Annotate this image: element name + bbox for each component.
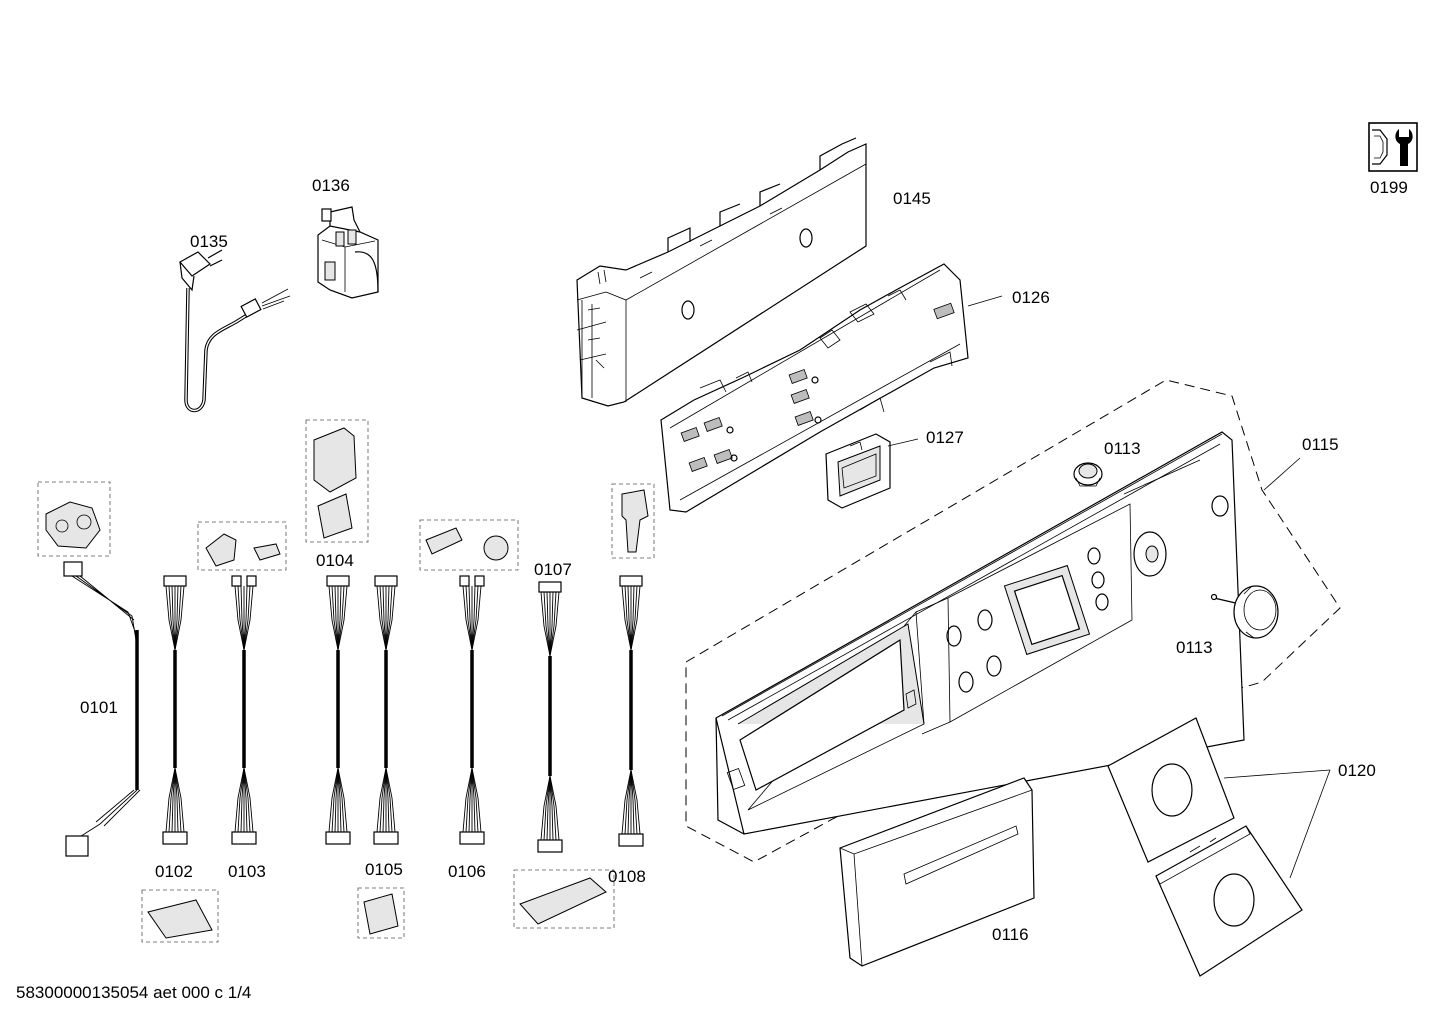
label-0105: 0105 <box>365 860 403 879</box>
label-0115: 0115 <box>1302 435 1339 454</box>
component-thumbnails <box>37 419 655 943</box>
part-0113-button-cap-top <box>1073 462 1103 487</box>
label-0101: 0101 <box>80 698 118 717</box>
harness-0102 <box>162 575 188 845</box>
label-0108: 0108 <box>608 867 646 886</box>
tool-wrench-icon <box>1368 122 1418 172</box>
label-0199: 0199 <box>1370 178 1408 197</box>
harness-0107 <box>537 581 563 853</box>
label-0113-knob: 0113 <box>1176 638 1213 657</box>
part-0113-selector-knob <box>1210 585 1279 639</box>
part-0101-harness <box>63 561 141 857</box>
part-0135-mains-cable <box>179 249 291 413</box>
label-0135: 0135 <box>190 232 228 251</box>
label-0104: 0104 <box>316 551 354 570</box>
label-0107: 0107 <box>534 560 572 579</box>
label-0127: 0127 <box>926 428 964 447</box>
part-0145-module-housing <box>576 137 867 407</box>
part-0126-control-board <box>660 263 969 513</box>
label-0145: 0145 <box>893 189 931 208</box>
label-0103: 0103 <box>228 862 266 881</box>
part-0116-drawer-handle <box>839 777 1035 967</box>
harness-0103 <box>231 575 257 845</box>
part-0136-interference-filter <box>317 206 379 299</box>
label-0102: 0102 <box>155 862 193 881</box>
label-0136: 0136 <box>312 176 350 195</box>
label-0113-top: 0113 <box>1104 439 1141 458</box>
part-0120-cover-plates <box>1107 717 1303 977</box>
drawing-reference: 58300000135054 aet 000 c 1/4 <box>16 983 251 1002</box>
wiring-harnesses <box>162 575 644 853</box>
harness-0108 <box>618 575 644 847</box>
label-0120: 0120 <box>1338 761 1376 780</box>
part-0127-display <box>825 433 891 509</box>
panel-outline <box>685 379 1341 863</box>
label-0116: 0116 <box>992 925 1029 944</box>
harness-0104 <box>325 575 351 845</box>
label-0126: 0126 <box>1012 288 1050 307</box>
label-0106: 0106 <box>448 862 486 881</box>
harness-0106 <box>459 575 485 845</box>
harness-0105 <box>373 575 399 845</box>
part-0115-control-panel <box>715 431 1245 835</box>
